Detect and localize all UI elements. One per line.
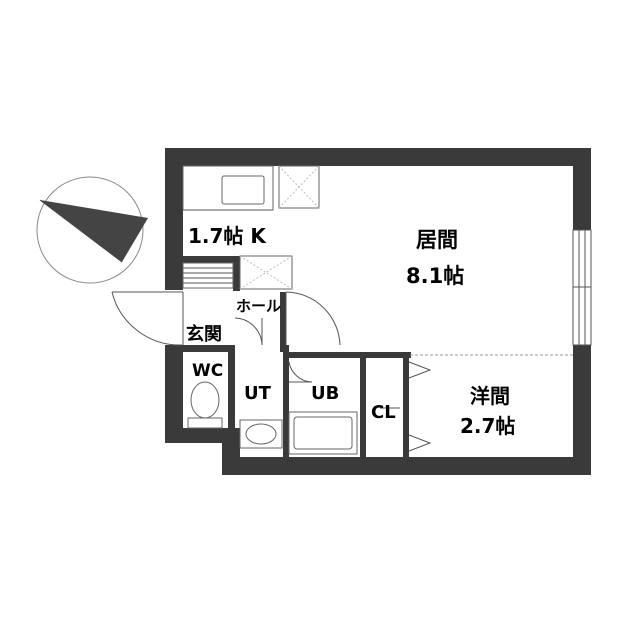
living-room-size: 8.1帖 (406, 264, 464, 288)
north-arrow-icon (36, 176, 148, 284)
ut-door (288, 361, 313, 383)
kitchen-counter (182, 165, 274, 211)
wc-door (234, 317, 263, 346)
ut-label: UT (244, 383, 272, 404)
ub-label: UB (311, 383, 339, 404)
wc-label: WC (192, 361, 223, 381)
entrance-door (111, 291, 184, 346)
bathtub-icon (288, 411, 358, 455)
closet-label: CL (371, 402, 396, 423)
living-room-label: 居間 (416, 228, 458, 252)
toilet-icon (187, 381, 223, 429)
western-room-size: 2.7帖 (460, 414, 515, 438)
entrance-label: 玄関 (186, 323, 222, 345)
closet-door (380, 361, 432, 452)
exterior-walls (165, 148, 591, 475)
washbasin-icon (239, 419, 283, 449)
shoe-shelf (182, 262, 234, 289)
window (572, 229, 592, 346)
hall-door (285, 291, 341, 346)
kitchen-label: 1.7帖 K (188, 224, 267, 248)
hall-label: ホール (236, 297, 281, 315)
storage-box-2 (239, 255, 293, 290)
interior-walls (183, 256, 411, 460)
western-room-label: 洋間 (470, 384, 510, 408)
storage-box-1 (278, 165, 320, 209)
